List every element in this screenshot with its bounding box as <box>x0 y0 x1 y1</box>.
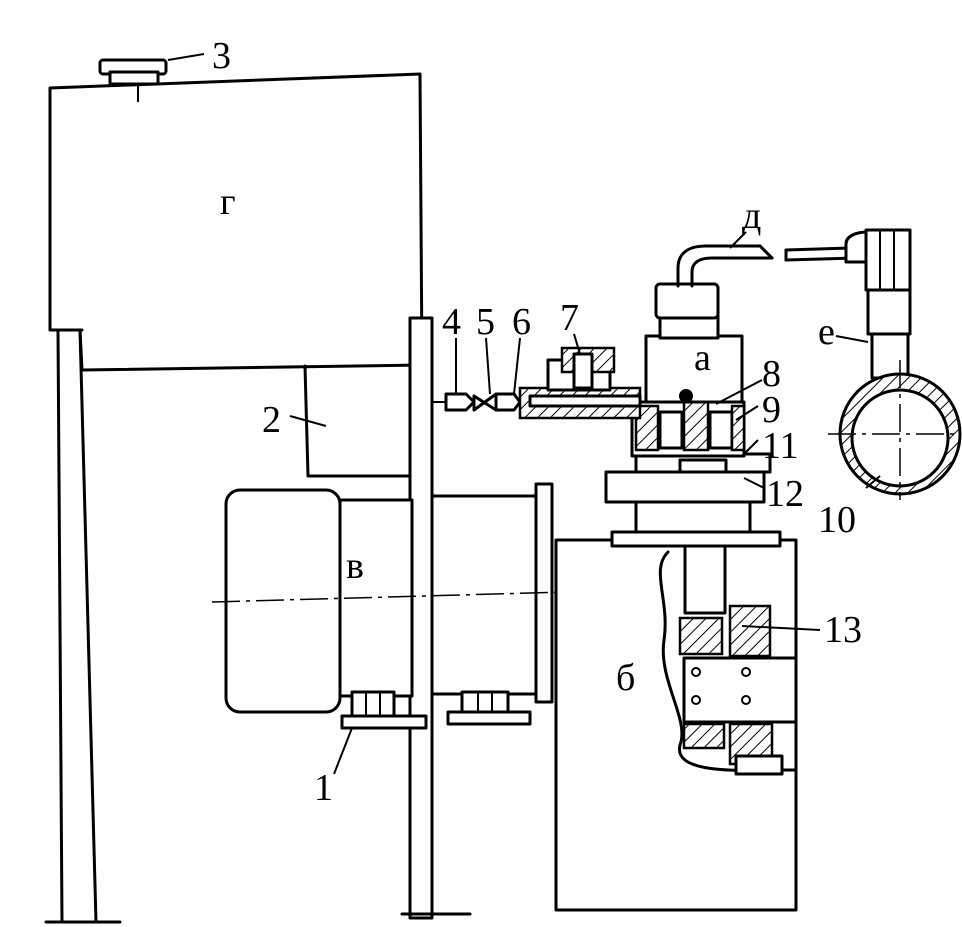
plate-11-insert <box>678 458 728 474</box>
tank <box>48 58 424 372</box>
label-d: д <box>742 195 761 237</box>
plunger <box>682 398 710 452</box>
motor-axis <box>211 591 567 603</box>
coupling-flange <box>610 530 782 548</box>
motor-body <box>338 498 414 698</box>
label-b: б <box>616 657 635 699</box>
motor-housing <box>224 488 342 714</box>
gear-upper <box>728 604 772 658</box>
worm-gear <box>682 656 798 724</box>
gearbox <box>554 538 798 912</box>
labels: 3 г 2 в 1 4 5 6 7 а 8 9 11 12 10 13 б д … <box>212 35 862 809</box>
filler-neck <box>108 70 160 86</box>
pump-assembly <box>604 282 782 548</box>
plate-12 <box>604 470 766 504</box>
pipe-d-lower <box>690 256 774 288</box>
pump-wall-right <box>730 404 746 452</box>
pipe-d-upper <box>676 244 762 288</box>
label-v: в <box>346 545 364 587</box>
fitting-6 <box>494 392 522 412</box>
nozzle-body-e <box>866 288 912 336</box>
valve-5 <box>472 392 498 412</box>
nozzle-stem <box>870 332 910 380</box>
cap-7-stem <box>572 352 594 390</box>
spring-right <box>708 410 734 450</box>
pipe-bore <box>528 394 642 408</box>
block-2 <box>303 364 412 478</box>
lower-bearing <box>682 722 726 750</box>
label-2: 2 <box>262 399 281 441</box>
label-6: 6 <box>512 301 531 343</box>
left-column <box>44 328 122 924</box>
pump-cap <box>654 282 720 320</box>
nozzle-assembly <box>828 228 962 500</box>
label-13: 13 <box>824 609 862 651</box>
label-5: 5 <box>476 301 495 343</box>
upper-bearing <box>678 616 724 656</box>
label-9: 9 <box>762 389 781 431</box>
label-4: 4 <box>442 301 461 343</box>
label-1: 1 <box>314 767 333 809</box>
fitting-4 <box>444 392 476 412</box>
label-3: 3 <box>212 35 231 77</box>
valve-ball <box>679 389 693 403</box>
label-a: а <box>694 337 711 379</box>
pump-body-a <box>644 334 744 404</box>
cutaway-line <box>658 550 798 773</box>
output-pipe <box>676 244 858 288</box>
motor-foot-left <box>350 690 396 718</box>
pump-wall-left <box>634 404 660 452</box>
motor-base-plate-2 <box>446 710 532 726</box>
label-11: 11 <box>762 425 799 467</box>
label-10: 10 <box>818 499 856 541</box>
label-7: 7 <box>560 297 579 339</box>
nozzle-head <box>864 228 912 292</box>
spring-left <box>658 410 684 450</box>
vertical-shaft <box>683 543 727 615</box>
label-g: г <box>220 181 236 223</box>
label-8: 8 <box>762 353 781 395</box>
label-e: е <box>818 311 835 353</box>
pipe-line <box>432 346 642 420</box>
lower-shaft <box>734 754 784 776</box>
label-12: 12 <box>766 473 804 515</box>
leader-lines <box>167 53 881 775</box>
motor <box>211 482 567 730</box>
motor-base-plate-1 <box>340 714 428 730</box>
tank-body <box>48 72 424 372</box>
